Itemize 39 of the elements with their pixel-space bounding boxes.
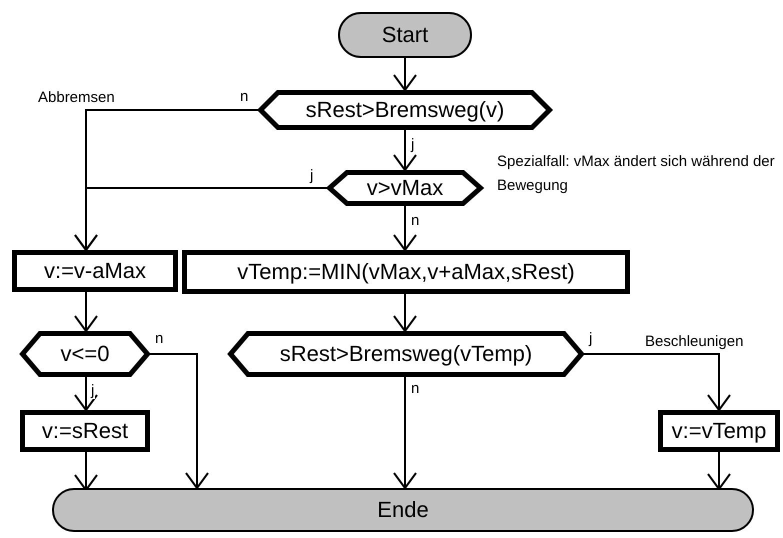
arrow — [393, 206, 417, 251]
node-label: Start — [382, 22, 428, 48]
process-box — [182, 250, 630, 294]
terminal-stadium — [52, 488, 754, 532]
arrow — [74, 187, 327, 251]
node-label: sRest>Bremsweg(v) — [306, 97, 504, 123]
process-box — [658, 410, 780, 452]
annotation-text: Beschleunigen — [645, 332, 744, 352]
terminal-stadium — [338, 12, 472, 58]
node-label: vTemp:=MIN(vMax,v+aMax,sRest) — [237, 259, 575, 285]
arrow — [74, 377, 98, 411]
decision-hexagon — [228, 331, 584, 377]
arrow — [74, 292, 98, 332]
edge-label: j — [588, 330, 594, 347]
node-label: v:=vTemp — [672, 418, 766, 444]
annotation-text: Abbremsen — [38, 88, 116, 108]
node-label: v:=sRest — [42, 418, 128, 444]
arrow — [393, 294, 417, 332]
node-label: v>vMax — [366, 175, 444, 201]
arrow — [393, 377, 417, 489]
edge-label: j — [309, 167, 314, 184]
arrow — [74, 452, 98, 491]
edge-label: j — [410, 136, 416, 153]
annotation-text: Spezialfall: vMax ändert sich während der Bewegung — [497, 152, 776, 196]
arrow — [707, 452, 731, 490]
process-box — [20, 410, 150, 452]
arrow — [584, 353, 731, 411]
node-label: v<=0 — [60, 341, 110, 367]
decision-hexagon — [327, 170, 483, 206]
node-label: sRest>Bremsweg(vTemp) — [280, 341, 532, 367]
process-box — [12, 250, 178, 292]
node-label: v:=v-aMax — [44, 258, 146, 284]
arrow — [393, 130, 417, 171]
arrow — [150, 353, 209, 489]
edge-label: j — [90, 382, 96, 399]
decision-hexagon — [258, 90, 552, 130]
decision-hexagon — [20, 331, 150, 377]
node-label: Ende — [377, 497, 429, 523]
arrow — [393, 58, 417, 91]
